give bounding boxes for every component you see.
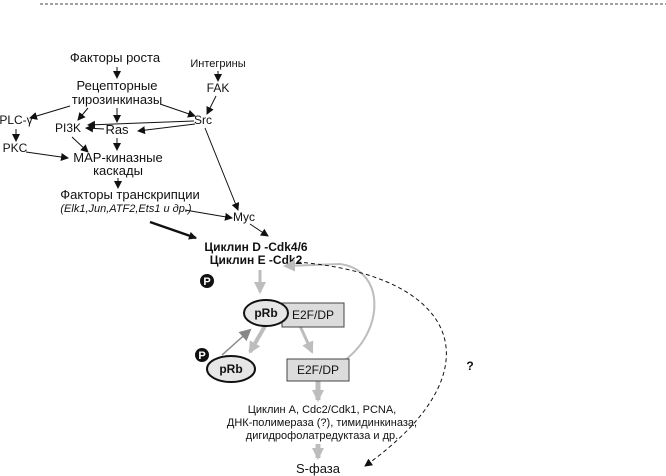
phosphate-circle-top [200,274,214,288]
e2f-targets-line3: дигидрофолатредуктаза и др. [246,430,398,442]
prb-bound-label: pRb [254,306,277,320]
dashed-path-to-s-phase [296,261,447,467]
cyclin-e-label: Циклин E -Cdk2 [210,253,303,267]
pkc-label: PKC [3,141,28,155]
receptor-label-line2: тирозинкиназы [72,92,162,107]
e2f-dp-free-label: E2F/DP [297,363,339,377]
myc-label: Myc [233,210,255,224]
src-label: Src [194,113,212,127]
cyclin-d-label: Циклин D -Cdk4/6 [204,240,308,254]
transcription-factors-label: Факторы транскрипции [60,187,199,202]
ras-label: Ras [105,122,129,137]
receptor-label-line1: Рецепторные [77,78,158,93]
e2f-dp-complex-label: E2F/DP [292,308,334,322]
s-phase-label: S-фаза [296,461,341,476]
e2f-targets-line1: Циклин A, Cdc2/Cdk1, PCNA, [248,404,397,416]
prb-phosphorylated [206,355,256,383]
pi3k-label: PI3K [55,121,81,135]
e2f-targets-line2: ДНК-полимераза (?), тимидинкиназа, [227,417,417,429]
phosphate-circle-bottom [195,348,209,362]
phosphate-label-bottom: P [198,350,205,362]
fak-label: FAK [207,81,230,95]
plc-label: PLC-γ [0,113,33,127]
prb-bound [243,299,289,327]
signaling-arrows [12,67,269,240]
transcription-factors-examples: (Elk1,Jun,ATF2,Ets1 и др.) [60,203,192,215]
map-kinase-label-line2: каскады [93,163,143,178]
growth-factors-label: Факторы роста [70,50,161,65]
map-kinase-label-line1: MAP-киназные [73,150,162,165]
phosphate-label-top: P [203,276,210,288]
question-mark: ? [466,359,473,373]
integrins-label: Интегрины [190,58,245,70]
prb-phosphorylated-label: pRb [219,362,242,376]
e2f-dp-free-box [286,358,350,382]
gray-flow-arrows [221,259,376,460]
